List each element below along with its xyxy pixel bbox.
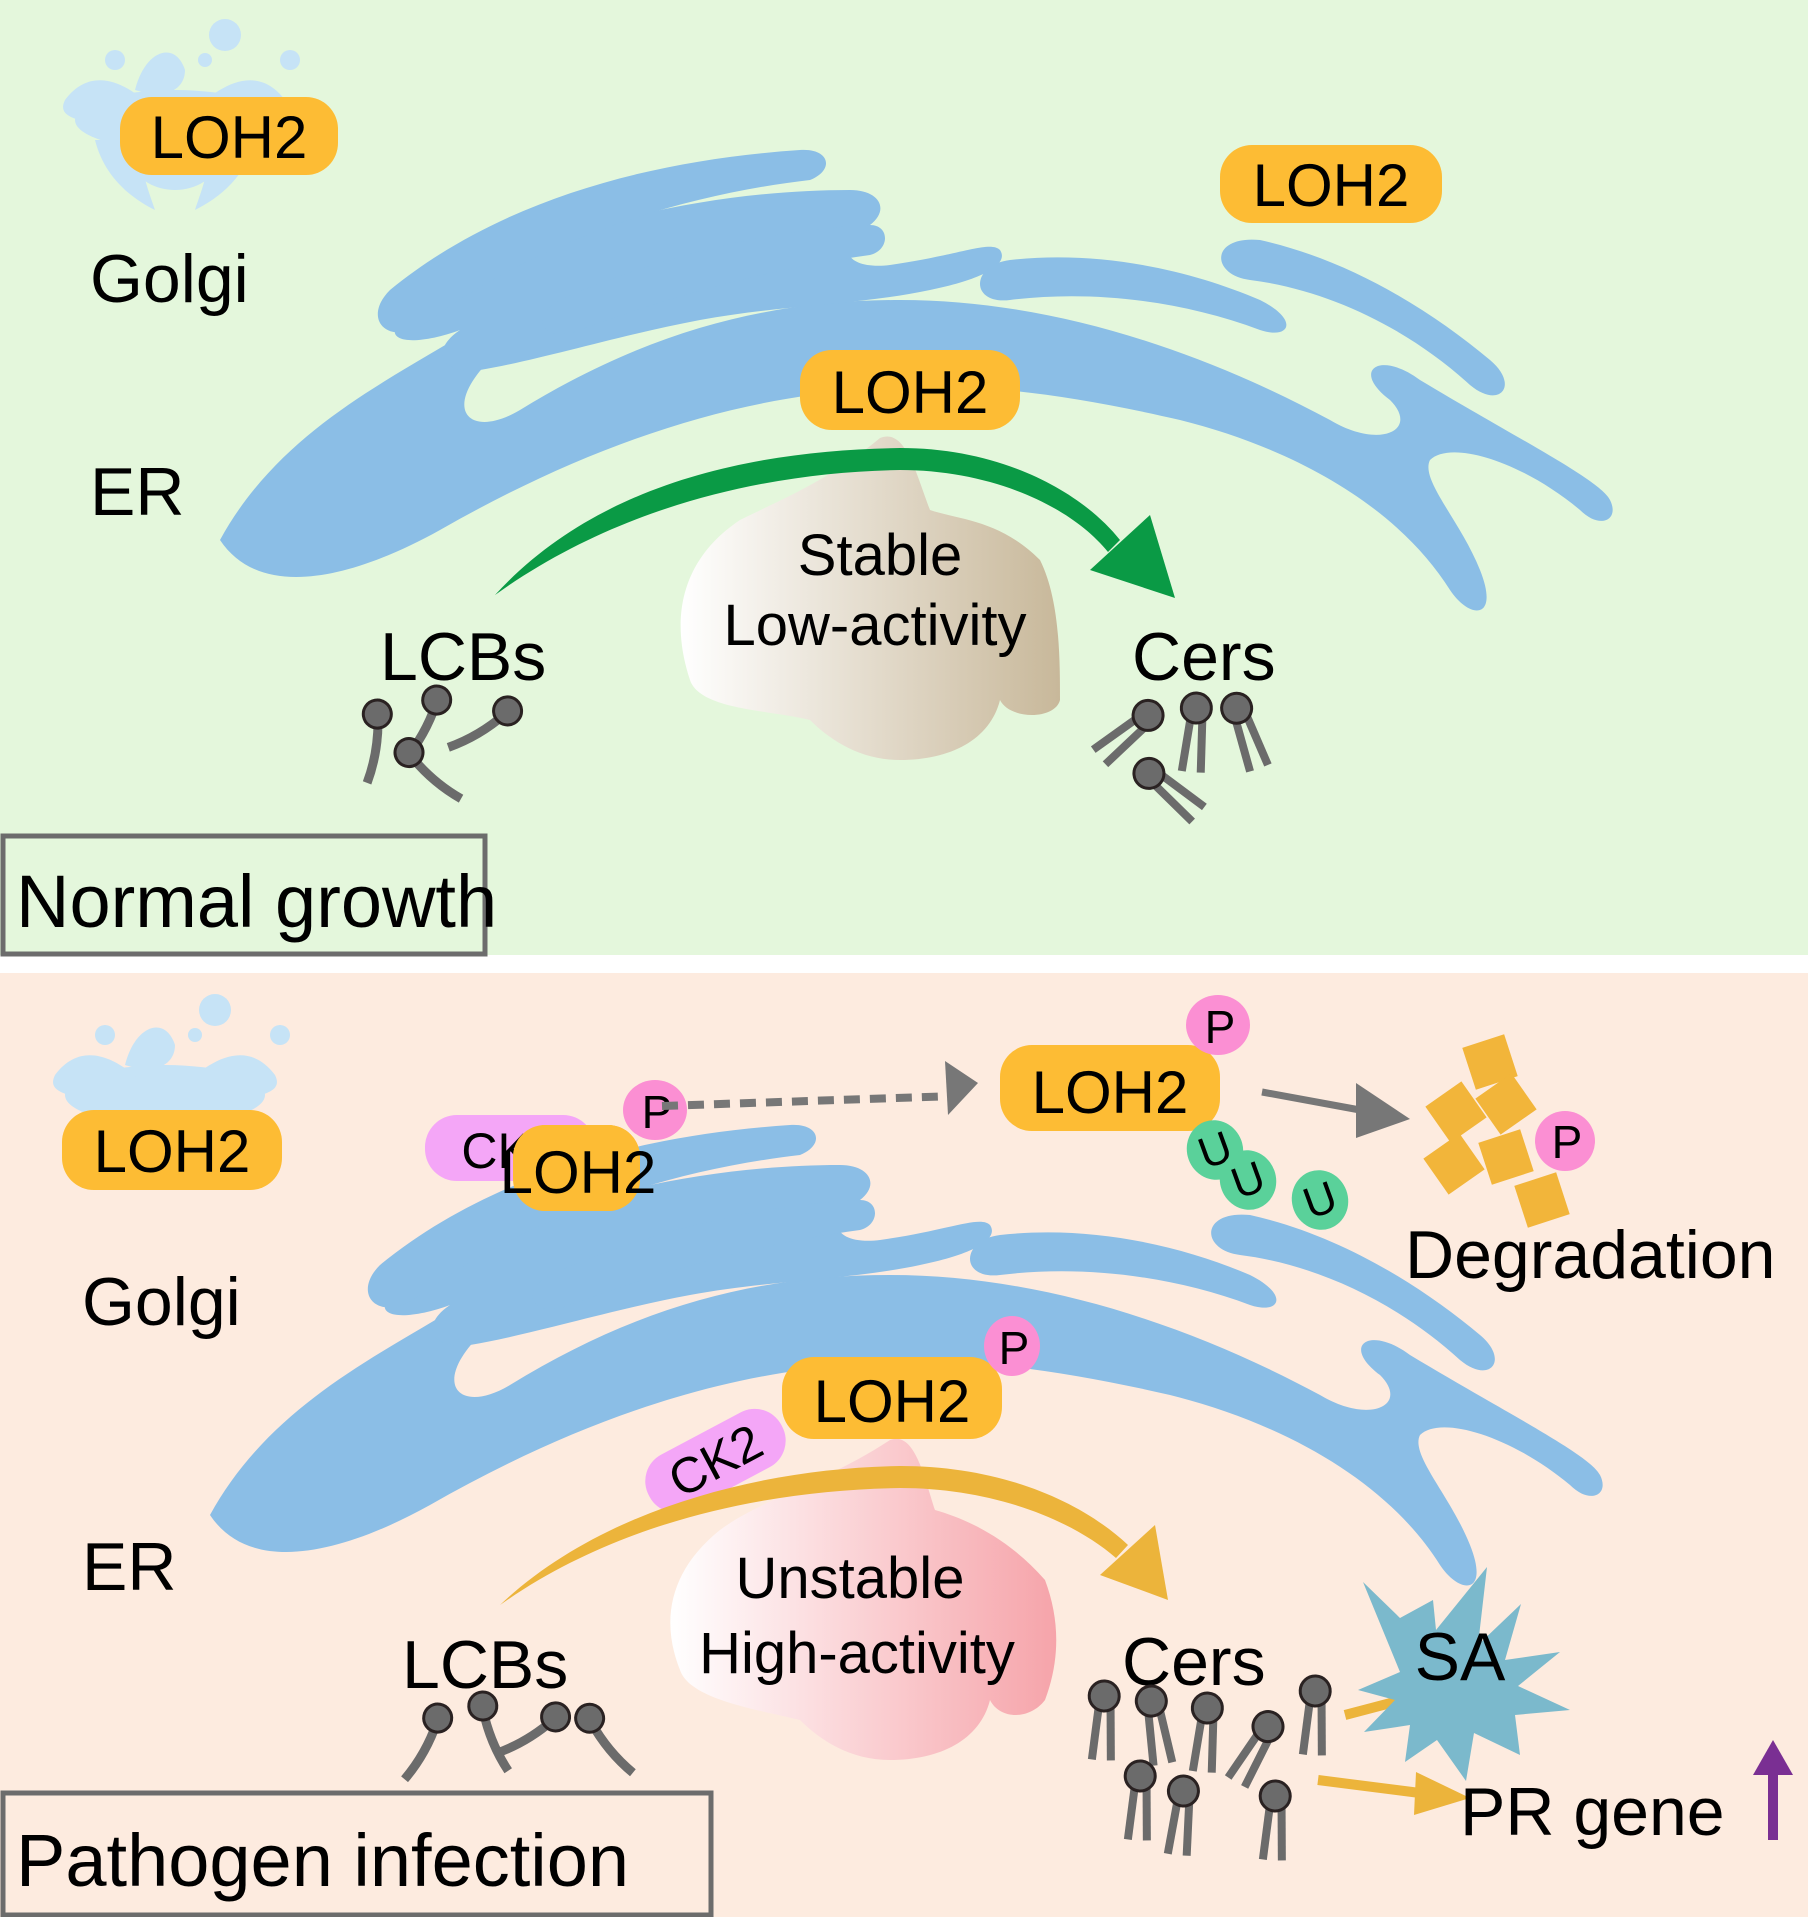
sa-starburst (1358, 1567, 1570, 1781)
condition-label-box: Normal growth (0, 833, 497, 957)
loh2-mid-badge: LOH2 (782, 1357, 1002, 1439)
loh2-top-badge: LOH2 (500, 1125, 657, 1211)
golgi-label: Golgi (82, 1264, 241, 1340)
degradation-label: Degradation (1405, 1217, 1775, 1293)
degraded-fragments (1423, 1034, 1570, 1228)
low-activity-label: Low-activity (724, 593, 1027, 658)
ubiquitin-3: U (1291, 1170, 1349, 1230)
loh2-golgi-badge: LOH2 (62, 1110, 282, 1190)
loh2-er-mid-badge: LOH2 (800, 350, 1020, 430)
lcbs-label: LCBs (402, 1627, 568, 1703)
panel-normal-growth: LOH2 Golgi ER LOH2 LOH2 Stable Low-activ… (0, 0, 1808, 957)
phospho-top-label: P (642, 1086, 673, 1138)
degradation-arrowhead (1356, 1083, 1410, 1138)
loh2-ub-label: LOH2 (1032, 1059, 1189, 1126)
phospho-mid-badge: P (984, 1316, 1040, 1376)
stable-low-activity-blob (680, 436, 1060, 760)
loh2-golgi-label: LOH2 (94, 1118, 251, 1185)
unstable-label: Unstable (736, 1546, 965, 1611)
condition-label: Pathogen infection (16, 1819, 629, 1902)
loh2-golgi-badge: LOH2 (120, 97, 338, 175)
loh2-mid-label: LOH2 (814, 1368, 971, 1435)
upregulated-arrow-icon (1753, 1740, 1793, 1840)
phospho-top-badge: P (623, 1080, 687, 1140)
er-label: ER (90, 454, 184, 530)
golgi-label: Golgi (90, 241, 249, 317)
phospho-degraded-badge: P (1535, 1111, 1595, 1171)
phospho-degraded-label: P (1552, 1116, 1583, 1168)
green-conversion-arrow (495, 448, 1120, 595)
loh2-er-top-label: LOH2 (1253, 152, 1410, 219)
arrow-to-pr-head (1414, 1772, 1470, 1815)
dashed-arrowhead (945, 1061, 978, 1115)
condition-label-box: Pathogen infection (0, 1790, 714, 1917)
loh2-golgi-label: LOH2 (151, 104, 308, 171)
condition-label: Normal growth (16, 860, 497, 943)
pr-gene-label: PR gene (1460, 1774, 1725, 1850)
sa-label: SA (1415, 1619, 1506, 1695)
phospho-mid-label: P (999, 1322, 1030, 1374)
green-arrowhead (1090, 515, 1175, 598)
orange-conversion-arrow (500, 1466, 1128, 1605)
phospho-ub-badge: P (1186, 995, 1250, 1055)
loh2-top-label: LOH2 (500, 1139, 657, 1206)
stable-label: Stable (798, 523, 962, 588)
loh2-er-mid-label: LOH2 (832, 359, 989, 426)
loh2-ubiquitinated-badge: LOH2 (1000, 1045, 1220, 1131)
arrow-to-pr (1317, 1775, 1421, 1798)
phospho-ub-label: P (1205, 1001, 1236, 1053)
high-activity-label: High-activity (699, 1621, 1015, 1686)
lcbs-label: LCBs (380, 619, 546, 695)
orange-arrowhead (1100, 1525, 1168, 1600)
unstable-high-activity-blob (670, 1438, 1057, 1760)
loh2-er-top-badge: LOH2 (1220, 145, 1442, 223)
dashed-arrow (661, 1092, 956, 1110)
er-label: ER (82, 1529, 176, 1605)
degradation-arrow (1261, 1088, 1361, 1114)
panel-pathogen-infection: LOH2 Golgi ER CK2 LOH2 P (0, 973, 1808, 1917)
ubiquitin-chain: U U U (1186, 1120, 1349, 1230)
ubiquitin-2: U (1219, 1150, 1277, 1210)
cers-label: Cers (1132, 619, 1276, 695)
